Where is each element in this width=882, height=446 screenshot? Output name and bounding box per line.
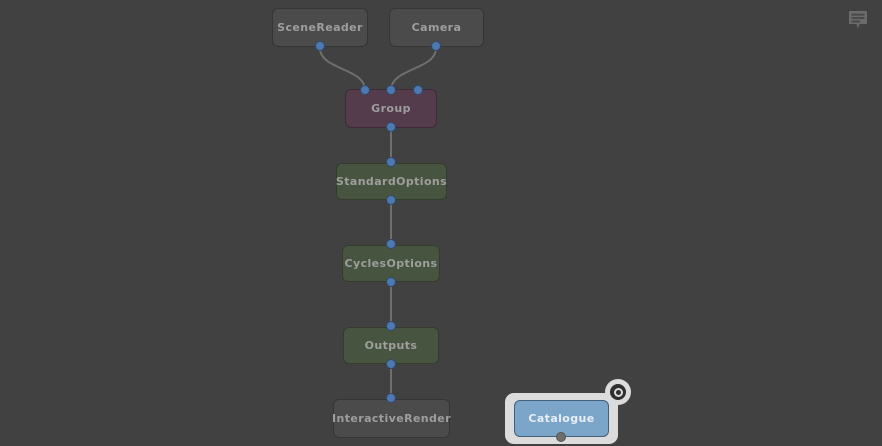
node-label: InteractiveRender — [332, 412, 451, 425]
node-label: Group — [371, 102, 411, 115]
node-label: SceneReader — [277, 21, 363, 34]
plug-cycles-options-out[interactable] — [386, 277, 396, 287]
plug-scene-reader-out[interactable] — [315, 41, 325, 51]
plug-standard-options-in[interactable] — [386, 157, 396, 167]
connection-edge[interactable] — [390, 47, 437, 91]
connection-edge[interactable] — [319, 47, 366, 91]
plug-group-out[interactable] — [386, 122, 396, 132]
plug-camera-out[interactable] — [431, 41, 441, 51]
plug-outputs-in[interactable] — [386, 321, 396, 331]
plug-group-in-1[interactable] — [386, 85, 396, 95]
plug-interactive-render-in[interactable] — [386, 393, 396, 403]
plug-outputs-out[interactable] — [386, 359, 396, 369]
node-label: Camera — [411, 21, 462, 34]
node-label: Catalogue — [528, 412, 595, 425]
node-label: StandardOptions — [335, 175, 448, 188]
annotation-icon[interactable] — [846, 9, 870, 31]
node-label: CyclesOptions — [344, 257, 438, 270]
plug-group-in-0[interactable] — [360, 85, 370, 95]
plug-standard-options-out[interactable] — [386, 195, 396, 205]
plug-cycles-options-in[interactable] — [386, 239, 396, 249]
node-interactive-render[interactable]: InteractiveRender — [332, 399, 451, 438]
selection-handle-hole — [615, 389, 621, 395]
plug-catalogue-out[interactable] — [556, 432, 566, 442]
speech-bubble-icon — [849, 11, 867, 29]
plug-group-in-2[interactable] — [413, 85, 423, 95]
node-label: Outputs — [364, 339, 418, 352]
